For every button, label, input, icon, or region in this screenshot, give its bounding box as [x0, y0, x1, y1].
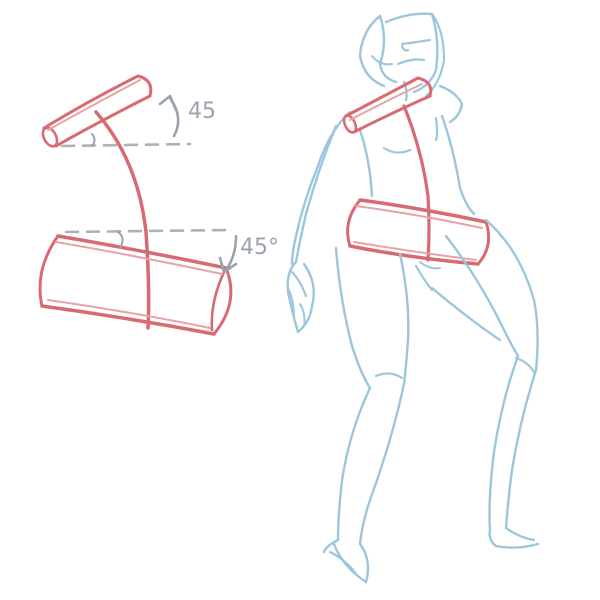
figure-spine-line — [402, 104, 431, 262]
figure-legs — [322, 218, 540, 584]
lower-angle-arrow — [224, 234, 238, 272]
spine-line — [94, 110, 151, 330]
lower-angle-label: 45° — [240, 235, 279, 260]
upper-angle-tick — [91, 133, 96, 147]
lower-guide-line — [64, 228, 232, 234]
figure-arm — [286, 124, 338, 334]
lower-cylinder — [38, 234, 233, 336]
figure-shoulder-cylinder — [342, 76, 433, 134]
lower-angle-tick — [117, 231, 124, 249]
figure-sketch — [286, 12, 540, 584]
figure-head — [358, 12, 446, 98]
figure-pelvis-cylinder — [346, 198, 491, 266]
figure-torso — [290, 110, 476, 266]
upper-angle-label: 45 — [188, 99, 216, 124]
upper-guide-line — [60, 142, 192, 148]
construction-diagram: 45 45° — [38, 74, 279, 336]
upper-cylinder — [41, 74, 153, 148]
